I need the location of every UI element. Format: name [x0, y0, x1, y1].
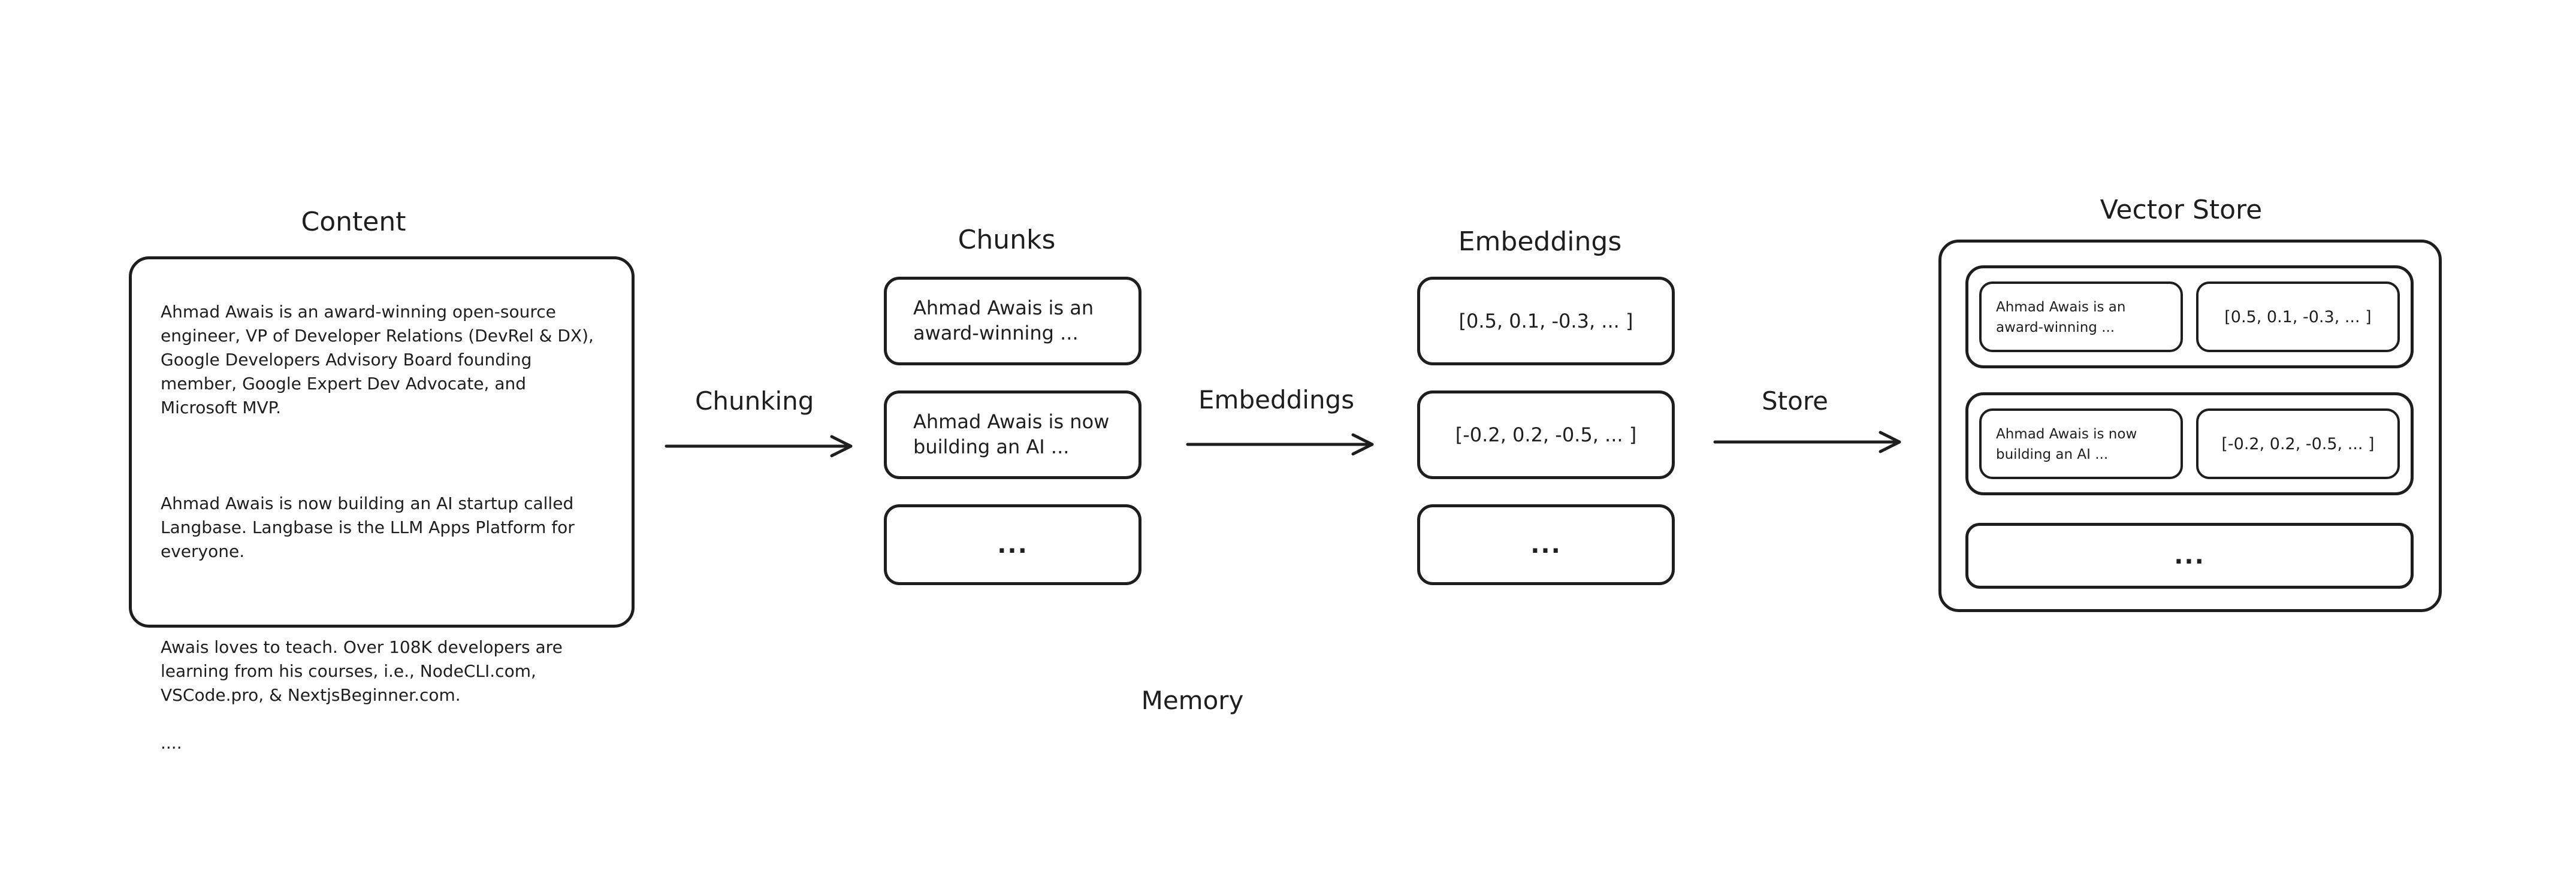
embedding-box-1: [0.5, 0.1, -0.3, ... ]: [1417, 277, 1675, 365]
vector-store-row-2-embedding-text: [-0.2, 0.2, -0.5, ... ]: [2221, 434, 2375, 453]
vector-store-row-2-embedding: [-0.2, 0.2, -0.5, ... ]: [2196, 408, 2400, 479]
content-text: Ahmad Awais is an award-winning open-sou…: [161, 276, 608, 779]
vector-store-row-1-embedding: [0.5, 0.1, -0.3, ... ]: [2196, 281, 2400, 352]
chunking-arrow: [665, 435, 853, 458]
chunk-box-1: Ahmad Awais is an award-winning ...: [884, 277, 1141, 365]
chunk-text-3: ...: [997, 531, 1028, 559]
memory-label: Memory: [1141, 686, 1244, 715]
store-arrow-label: Store: [1762, 386, 1829, 416]
embedding-text-3: ...: [1530, 531, 1562, 559]
vector-store-row-1: Ahmad Awais is an award-winning ... [0.5…: [1965, 265, 2414, 368]
chunking-arrow-label: Chunking: [695, 386, 814, 416]
embedding-box-2: [-0.2, 0.2, -0.5, ... ]: [1417, 390, 1675, 479]
chunk-text-2: Ahmad Awais is now building an AI ...: [913, 410, 1110, 458]
content-box: Ahmad Awais is an award-winning open-sou…: [129, 256, 635, 753]
embeddings-arrow-label: Embeddings: [1198, 385, 1355, 414]
embeddings-title: Embeddings: [1458, 226, 1622, 257]
content-title: Content: [301, 207, 406, 237]
vector-store-row-2-chunk: Ahmad Awais is now building an AI ...: [1979, 408, 2183, 479]
embedding-text-2: [-0.2, 0.2, -0.5, ... ]: [1455, 423, 1637, 446]
content-paragraph-2: Ahmad Awais is now building an AI startu…: [161, 494, 575, 561]
vector-store-more: ...: [2174, 542, 2205, 570]
chunk-box-3: ...: [884, 504, 1141, 585]
vector-store-box: Ahmad Awais is an award-winning ... [0.5…: [1938, 240, 2442, 612]
chunk-text-1: Ahmad Awais is an award-winning ...: [913, 296, 1094, 344]
embedding-text-1: [0.5, 0.1, -0.3, ... ]: [1458, 310, 1633, 332]
vector-store-row-3: ...: [1965, 523, 2414, 589]
vector-store-row-1-chunk-text: Ahmad Awais is an award-winning ...: [1996, 299, 2126, 335]
vector-store-row-2-chunk-text: Ahmad Awais is now building an AI ...: [1996, 426, 2137, 462]
vector-store-row-2: Ahmad Awais is now building an AI ... [-…: [1965, 392, 2414, 495]
vector-store-title: Vector Store: [2100, 195, 2263, 225]
embeddings-arrow: [1186, 433, 1374, 456]
chunk-box-2: Ahmad Awais is now building an AI ...: [884, 390, 1141, 479]
store-arrow: [1713, 431, 1901, 453]
content-paragraph-1: Ahmad Awais is an award-winning open-sou…: [161, 302, 594, 417]
content-ellipsis: ....: [161, 733, 182, 753]
vector-store-row-1-chunk: Ahmad Awais is an award-winning ...: [1979, 281, 2183, 352]
vector-store-row-1-embedding-text: [0.5, 0.1, -0.3, ... ]: [2224, 307, 2372, 326]
chunks-title: Chunks: [958, 225, 1056, 255]
embedding-box-3: ...: [1417, 504, 1675, 585]
content-paragraph-3: Awais loves to teach. Over 108K develope…: [161, 637, 563, 705]
